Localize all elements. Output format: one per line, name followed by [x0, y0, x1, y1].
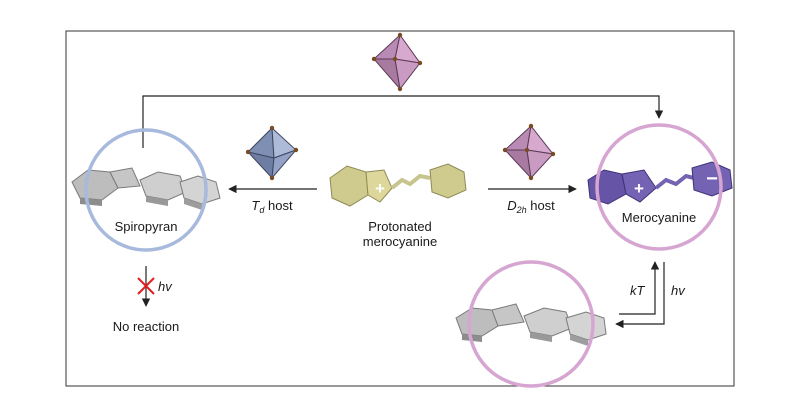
figure-frame: [65, 30, 735, 387]
d2h-host-subscript: 2h: [516, 205, 527, 215]
bottom-gray-molecule: [455, 303, 607, 346]
protonated-label-line2: merocyanine: [363, 234, 437, 249]
merocyanine-plus-sign: +: [634, 179, 644, 198]
hv-return-label: hv: [671, 283, 686, 298]
spiropyran-ring: [84, 128, 208, 252]
cation-plus-sign: +: [375, 179, 385, 198]
merocyanine-minus-sign: −: [706, 168, 718, 190]
kT-label: kT: [630, 283, 646, 298]
td-host-label: Td host: [251, 198, 293, 215]
kT-arrow: [619, 261, 660, 315]
td-cage-icon: [245, 125, 299, 181]
spiropyran-molecule: [71, 167, 221, 210]
top-bracket-arrow: [142, 95, 664, 148]
spiropyran-label: Spiropyran: [115, 219, 178, 234]
d2h-host-label: D2h host: [507, 198, 555, 215]
top-d2h-cage-icon: [371, 32, 423, 92]
merocyanine-ring: [595, 123, 723, 251]
blocked-hv-label: hv: [158, 279, 173, 294]
merocyanine-molecule: + −: [587, 161, 733, 205]
bottom-pink-ring: [467, 260, 595, 388]
d2h-host-word: host: [527, 198, 556, 213]
protonated-merocyanine-molecule: +: [329, 163, 467, 207]
td-host-word: host: [264, 198, 293, 213]
td-host-subscript: d: [259, 205, 265, 215]
hv-return-arrow: [615, 262, 665, 329]
d2h-host-D: D: [507, 198, 516, 213]
d2h-cage-icon: [502, 123, 556, 181]
no-reaction-label: No reaction: [113, 319, 179, 334]
merocyanine-label: Merocyanine: [622, 210, 696, 225]
blocked-cross-icon: [137, 277, 155, 295]
td-host-T: T: [251, 198, 260, 213]
protonated-label-line1: Protonated: [368, 219, 432, 234]
